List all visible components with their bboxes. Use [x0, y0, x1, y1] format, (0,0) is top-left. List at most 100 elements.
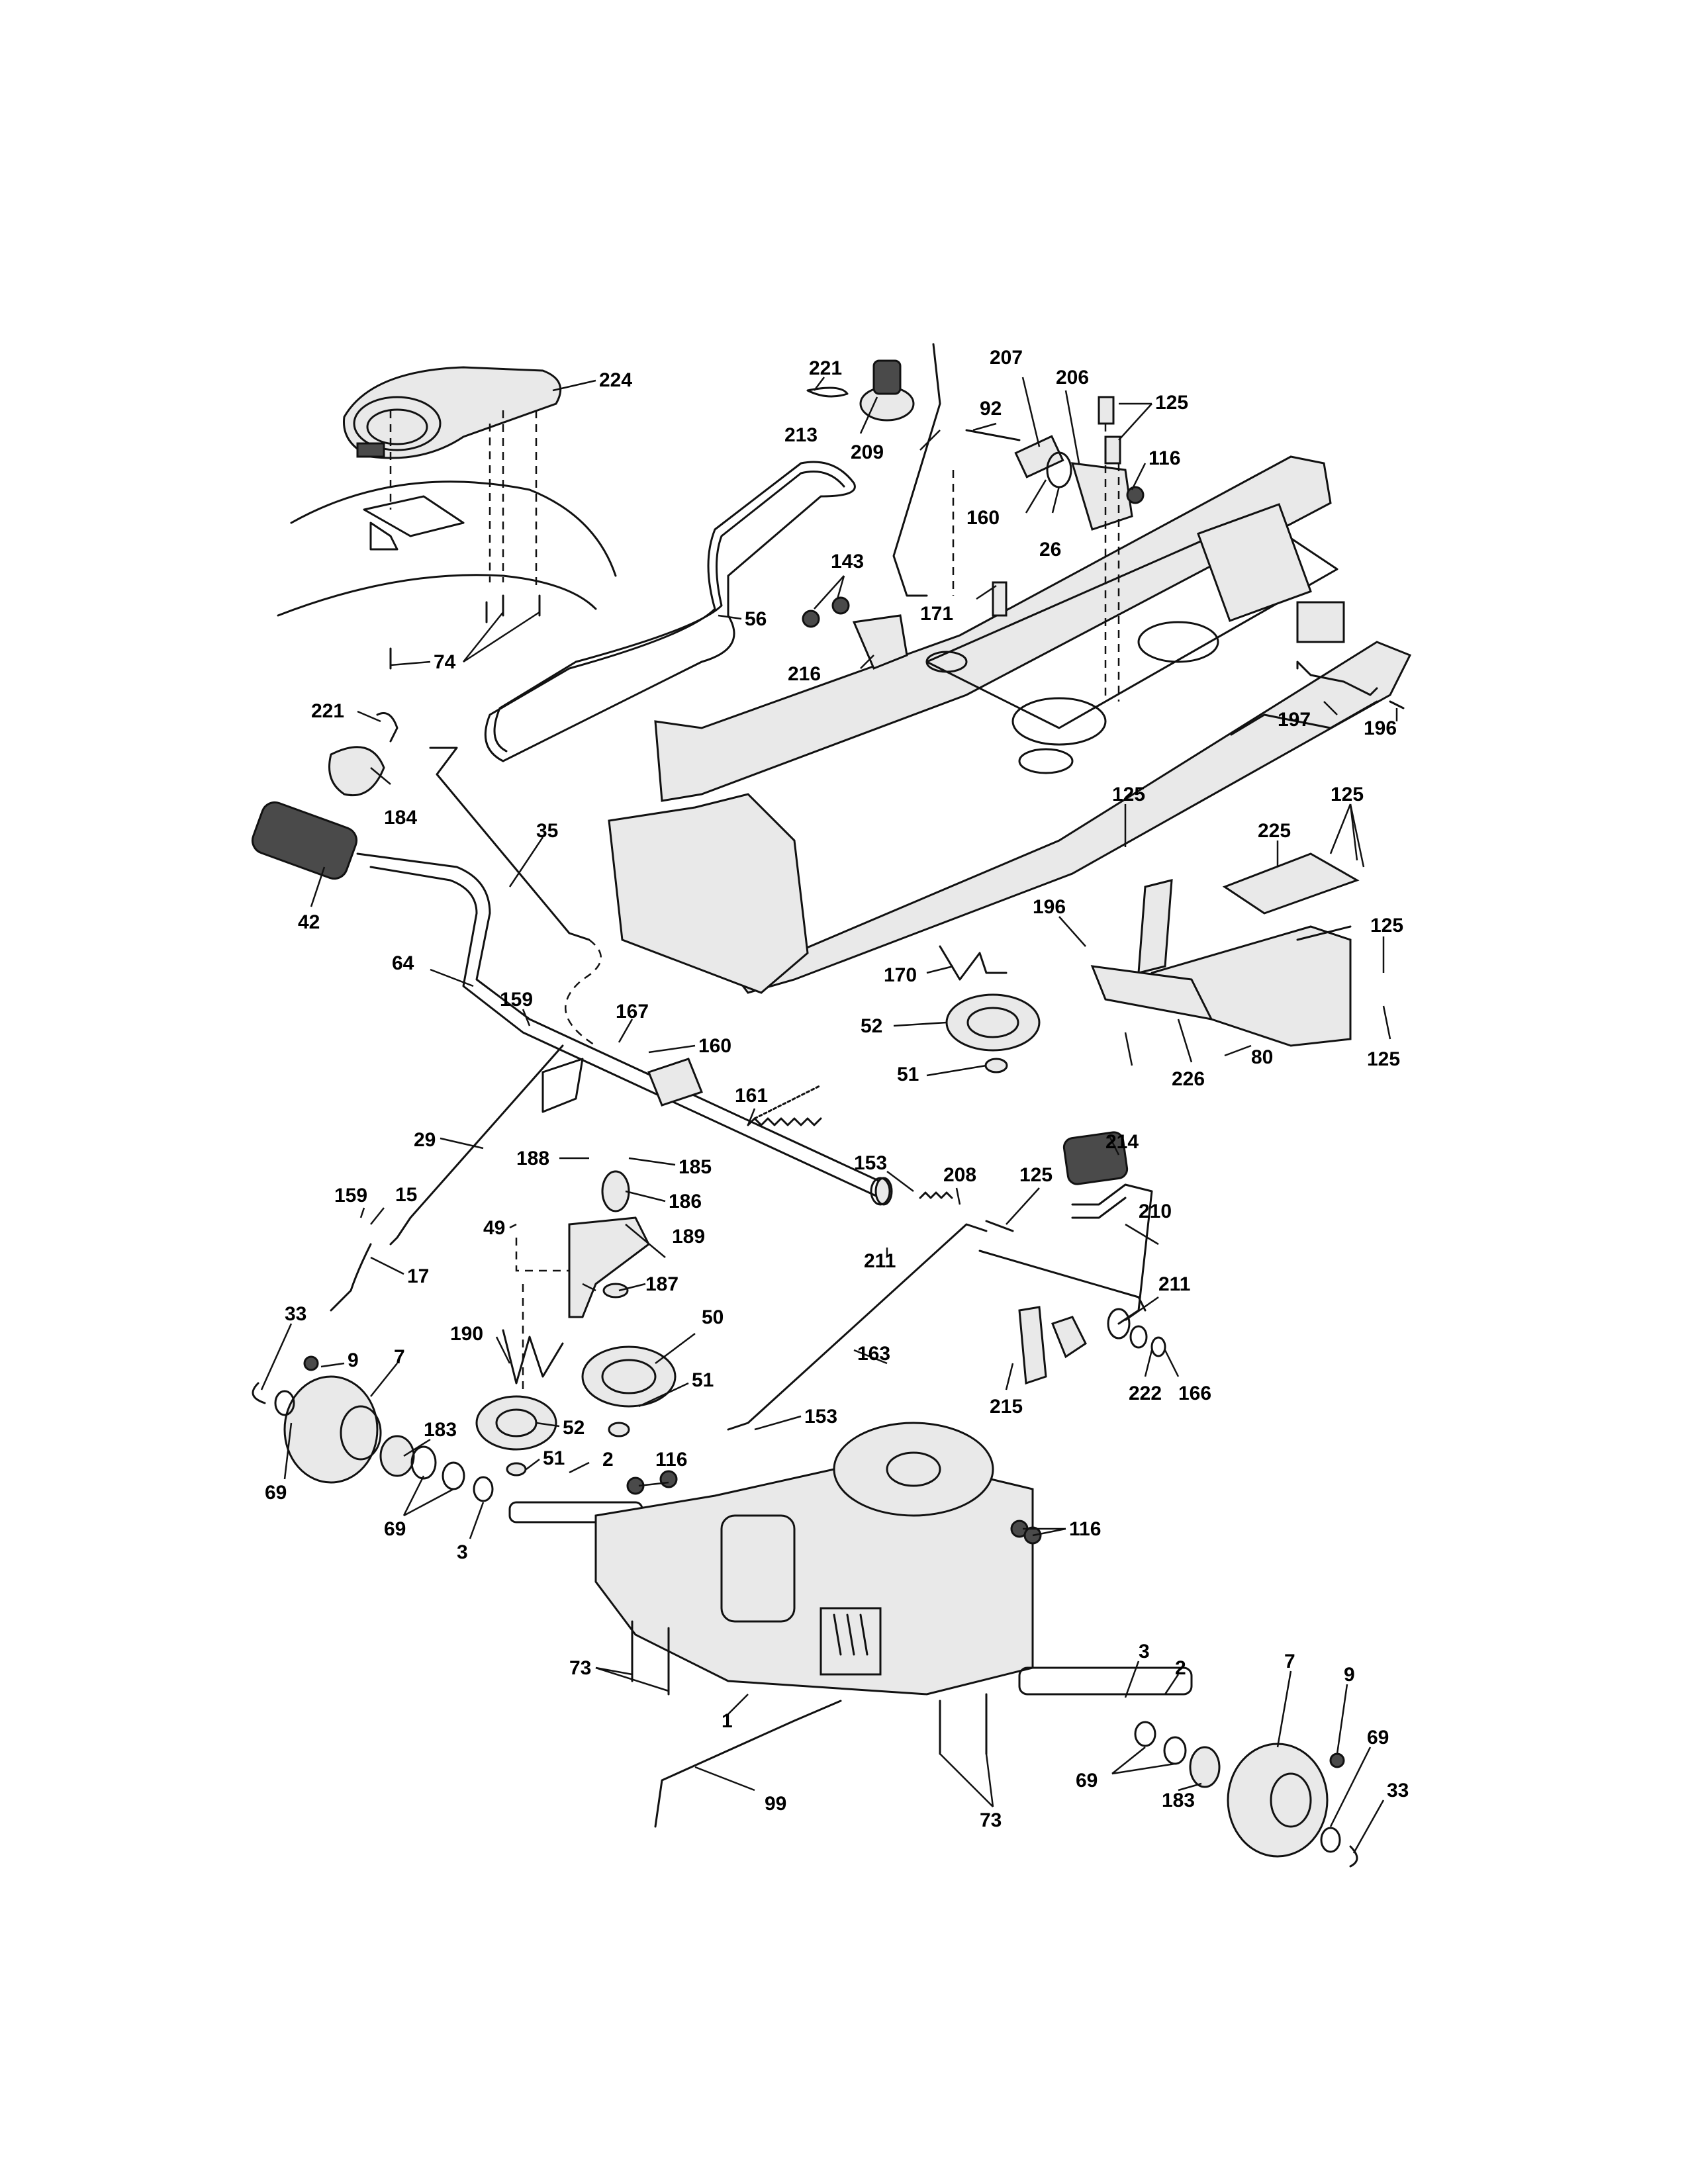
- callout-166: 166: [1178, 1383, 1211, 1404]
- callout-29: 29: [414, 1129, 436, 1151]
- callout-222: 222: [1129, 1383, 1162, 1404]
- callout-211-left: 211: [864, 1250, 896, 1272]
- callout-163: 163: [857, 1343, 890, 1365]
- callout-116-axle-left: 116: [655, 1449, 687, 1471]
- callout-170: 170: [884, 964, 917, 986]
- callout-35: 35: [536, 820, 558, 842]
- callout-92: 92: [980, 398, 1002, 420]
- callout-116-top: 116: [1149, 447, 1180, 469]
- callout-160-lower: 160: [698, 1035, 731, 1057]
- screws-74: [389, 594, 541, 670]
- leader-lines: [260, 377, 1398, 1854]
- callout-51-lower: 51: [543, 1447, 565, 1469]
- lift-rod-209: [806, 343, 955, 597]
- callout-209: 209: [851, 441, 884, 463]
- pulley-50: [581, 1345, 677, 1437]
- callout-161: 161: [735, 1085, 768, 1107]
- callout-167: 167: [616, 1001, 649, 1023]
- callout-183-left: 183: [424, 1419, 457, 1441]
- callout-52-lower: 52: [563, 1417, 585, 1439]
- callout-15: 15: [395, 1184, 417, 1206]
- callout-206: 206: [1056, 367, 1089, 388]
- callout-125-top: 125: [1155, 392, 1188, 414]
- callout-187: 187: [645, 1273, 679, 1295]
- pedal-assembly: [727, 1131, 1166, 1431]
- callout-116-axle-right: 116: [1069, 1518, 1101, 1540]
- callout-125-rear-mid: 125: [1370, 915, 1403, 936]
- callout-153-lower: 153: [804, 1406, 837, 1428]
- knob-184: [328, 712, 399, 797]
- callout-125-pedal: 125: [1019, 1164, 1053, 1186]
- callout-211-right: 211: [1158, 1273, 1190, 1295]
- callout-159-lower: 159: [334, 1185, 367, 1206]
- lever-64: [251, 801, 893, 1206]
- rod-35: [429, 747, 602, 1047]
- callout-196-right: 196: [1364, 717, 1397, 739]
- callout-73-right: 73: [980, 1809, 1002, 1831]
- callout-225: 225: [1258, 820, 1291, 842]
- callout-125-rear-left: 125: [1112, 784, 1145, 805]
- callout-64: 64: [392, 952, 414, 974]
- callout-69-hub-right: 69: [1367, 1727, 1389, 1749]
- callout-189: 189: [672, 1226, 705, 1248]
- callout-3-left: 3: [457, 1541, 468, 1563]
- callout-125-rear-right: 125: [1331, 784, 1364, 805]
- callout-69-hub-left: 69: [265, 1482, 287, 1504]
- callout-42: 42: [298, 911, 320, 933]
- callout-51-middle: 51: [692, 1369, 714, 1391]
- callout-208: 208: [943, 1164, 976, 1186]
- callout-221-upper: 221: [809, 357, 842, 379]
- callout-1: 1: [722, 1710, 733, 1732]
- callout-2-left: 2: [602, 1449, 614, 1471]
- callout-17: 17: [407, 1265, 429, 1287]
- callout-143: 143: [831, 551, 864, 572]
- callout-56: 56: [745, 608, 767, 630]
- transaxle-1: [508, 1422, 1193, 1828]
- callout-99: 99: [765, 1793, 786, 1815]
- callout-26: 26: [1039, 539, 1061, 561]
- callout-50: 50: [702, 1306, 724, 1328]
- callout-186: 186: [669, 1191, 702, 1212]
- callout-221-lower: 221: [311, 700, 344, 722]
- callout-159-upper: 159: [500, 989, 533, 1011]
- callout-185: 185: [679, 1156, 712, 1178]
- callout-69-washers-right: 69: [1076, 1770, 1098, 1792]
- callout-74: 74: [434, 651, 456, 673]
- callout-7-right: 7: [1284, 1651, 1295, 1672]
- callout-51-upper: 51: [897, 1064, 919, 1085]
- callout-125-rear-bottom: 125: [1367, 1048, 1400, 1070]
- callout-2-right: 2: [1175, 1657, 1186, 1679]
- callout-210: 210: [1139, 1201, 1172, 1222]
- bracket-216: [802, 581, 1008, 670]
- callout-69-washers-left: 69: [384, 1518, 406, 1540]
- callout-171: 171: [920, 603, 953, 625]
- callout-7-left: 7: [394, 1346, 405, 1368]
- fender-body: [277, 410, 617, 617]
- callout-80: 80: [1251, 1046, 1273, 1068]
- callout-labels: 224 74 56 221 213 209 207 92 206 125 116…: [265, 347, 1409, 1831]
- callout-213: 213: [784, 424, 818, 446]
- callout-160-upper: 160: [966, 507, 1000, 529]
- rear-bracket-225: [1090, 700, 1378, 1047]
- callout-190: 190: [450, 1323, 483, 1345]
- rod-29: [330, 1044, 822, 1312]
- callout-188: 188: [516, 1148, 549, 1169]
- shift-console-224: [343, 366, 562, 459]
- callout-49: 49: [483, 1217, 505, 1239]
- callout-183-right: 183: [1162, 1790, 1195, 1811]
- rod-197: [1296, 660, 1405, 709]
- callout-196-rear: 196: [1033, 896, 1066, 918]
- callout-215: 215: [990, 1396, 1023, 1418]
- height-adjust-bracket: [965, 396, 1145, 702]
- callout-226: 226: [1172, 1068, 1205, 1090]
- callout-197: 197: [1278, 709, 1311, 731]
- callout-33-right: 33: [1387, 1780, 1409, 1801]
- callout-73-left: 73: [569, 1657, 591, 1679]
- callout-214: 214: [1105, 1131, 1139, 1153]
- callout-184: 184: [384, 807, 417, 829]
- callout-52-upper: 52: [861, 1015, 882, 1037]
- pulley-52-upper: [939, 945, 1041, 1073]
- callout-3-right: 3: [1139, 1641, 1150, 1662]
- callout-224: 224: [599, 369, 632, 391]
